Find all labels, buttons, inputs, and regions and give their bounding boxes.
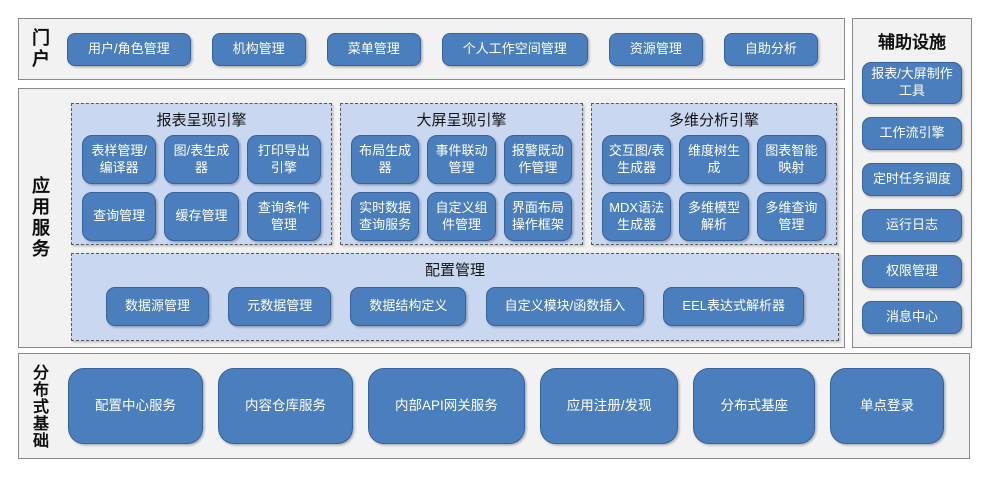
distributed-button-row: 配置中心服务内容仓库服务内部API网关服务应用注册/发现分布式基座单点登录 — [68, 368, 944, 444]
config-module-button[interactable]: 自定义模块/函数插入 — [485, 287, 645, 326]
config-module-button[interactable]: 数据结构定义 — [350, 287, 467, 326]
engine-module-button[interactable]: 自定义组件管理 — [427, 192, 496, 241]
engine-group-olap: 多维分析引擎 交互图/表生成器维度树生成图表智能映射 MDX语法生成器多维模型解析… — [591, 103, 837, 245]
config-module-button[interactable]: 数据源管理 — [106, 287, 210, 326]
engine-module-button[interactable]: 报警既动作管理 — [503, 135, 572, 184]
distributed-base-section: 分布式基础 配置中心服务内容仓库服务内部API网关服务应用注册/发现分布式基座单… — [18, 353, 970, 459]
engine-module-button[interactable]: 图/表生成器 — [164, 135, 239, 184]
distributed-module-button[interactable]: 配置中心服务 — [68, 368, 203, 444]
auxiliary-facilities-title: 辅助设施 — [878, 33, 946, 52]
auxiliary-button-column: 报表/大屏制作工具工作流引擎定时任务调度运行日志权限管理消息中心 — [853, 53, 971, 334]
portal-section-label: 门户 — [30, 28, 50, 70]
engine-group-dashboard: 大屏呈现引擎 布局生成器事件联动管理报警既动作管理实时数据查询服务自定义组件管理… — [340, 103, 583, 245]
auxiliary-module-button[interactable]: 报表/大屏制作工具 — [862, 62, 962, 104]
engine-module-grid: 表样管理/编译器图/表生成器打印导出引擎查询管理缓存管理查询条件管理 — [72, 130, 331, 249]
distributed-module-button[interactable]: 内部API网关服务 — [367, 368, 525, 444]
auxiliary-module-button[interactable]: 工作流引擎 — [862, 116, 962, 150]
auxiliary-module-button[interactable]: 权限管理 — [862, 254, 962, 288]
engine-module-button[interactable]: 界面布局操作框架 — [503, 192, 572, 241]
engine-module-button[interactable]: 查询条件管理 — [246, 192, 321, 241]
engine-module-button[interactable]: 事件联动管理 — [427, 135, 496, 184]
auxiliary-module-button[interactable]: 运行日志 — [862, 208, 962, 242]
engine-module-button[interactable]: 图表智能映射 — [756, 135, 826, 184]
engine-module-button[interactable]: 查询管理 — [82, 192, 157, 241]
portal-button-row: 用户/角色管理机构管理菜单管理个人工作空间管理资源管理自助分析 — [67, 32, 818, 66]
config-management-group: 配置管理 数据源管理元数据管理数据结构定义自定义模块/函数插入 EEL表达式解析器 — [71, 253, 839, 341]
engine-module-grid: 交互图/表生成器维度树生成图表智能映射 MDX语法生成器多维模型解析多维查询管理 — [592, 130, 836, 249]
portal-module-button[interactable]: 个人工作空间管理 — [441, 32, 588, 66]
engine-module-button[interactable]: 多维查询管理 — [756, 192, 826, 241]
engine-module-button[interactable]: MDX语法生成器 — [602, 192, 672, 241]
engine-group-title: 报表呈现引擎 — [156, 112, 247, 129]
distributed-base-label: 分布式基础 — [30, 363, 47, 449]
engine-module-button[interactable]: 维度树生成 — [679, 135, 749, 184]
portal-section: 门户 用户/角色管理机构管理菜单管理个人工作空间管理资源管理自助分析 — [18, 18, 845, 80]
engine-module-button[interactable]: 打印导出引擎 — [246, 135, 321, 184]
engine-module-button[interactable]: 多维模型解析 — [679, 192, 749, 241]
application-services-section: 应用服务 报表呈现引擎 表样管理/编译器图/表生成器打印导出引擎查询管理缓存管理… — [18, 88, 845, 348]
application-services-content: 报表呈现引擎 表样管理/编译器图/表生成器打印导出引擎查询管理缓存管理查询条件管… — [71, 103, 839, 341]
auxiliary-facilities-section: 辅助设施 报表/大屏制作工具工作流引擎定时任务调度运行日志权限管理消息中心 — [852, 18, 972, 348]
config-module-button[interactable]: EEL表达式解析器 — [663, 287, 804, 326]
engine-module-button[interactable]: 布局生成器 — [351, 135, 420, 184]
engine-module-grid: 布局生成器事件联动管理报警既动作管理实时数据查询服务自定义组件管理界面布局操作框… — [341, 130, 582, 249]
auxiliary-module-button[interactable]: 定时任务调度 — [862, 162, 962, 196]
engine-module-button[interactable]: 交互图/表生成器 — [602, 135, 672, 184]
engine-group-title: 多维分析引擎 — [668, 112, 759, 129]
portal-module-button[interactable]: 自助分析 — [723, 32, 818, 66]
engine-module-button[interactable]: 缓存管理 — [164, 192, 239, 241]
engine-module-button[interactable]: 表样管理/编译器 — [82, 135, 157, 184]
auxiliary-module-button[interactable]: 消息中心 — [862, 300, 962, 334]
config-button-row: 数据源管理元数据管理数据结构定义自定义模块/函数插入 EEL表达式解析器 — [72, 280, 838, 326]
portal-module-button[interactable]: 机构管理 — [211, 32, 306, 66]
distributed-module-button[interactable]: 单点登录 — [829, 368, 944, 444]
portal-module-button[interactable]: 菜单管理 — [326, 32, 421, 66]
engine-group-report: 报表呈现引擎 表样管理/编译器图/表生成器打印导出引擎查询管理缓存管理查询条件管… — [71, 103, 332, 245]
config-module-button[interactable]: 元数据管理 — [228, 287, 332, 326]
portal-module-button[interactable]: 用户/角色管理 — [67, 32, 191, 66]
portal-module-button[interactable]: 资源管理 — [608, 32, 703, 66]
application-services-label: 应用服务 — [30, 176, 50, 260]
engine-module-button[interactable]: 实时数据查询服务 — [351, 192, 420, 241]
engine-group-title: 大屏呈现引擎 — [416, 112, 507, 129]
distributed-module-button[interactable]: 分布式基座 — [693, 368, 815, 444]
engine-group-row: 报表呈现引擎 表样管理/编译器图/表生成器打印导出引擎查询管理缓存管理查询条件管… — [71, 103, 839, 245]
distributed-module-button[interactable]: 应用注册/发现 — [539, 368, 679, 444]
distributed-module-button[interactable]: 内容仓库服务 — [217, 368, 353, 444]
config-group-title: 配置管理 — [424, 262, 485, 279]
